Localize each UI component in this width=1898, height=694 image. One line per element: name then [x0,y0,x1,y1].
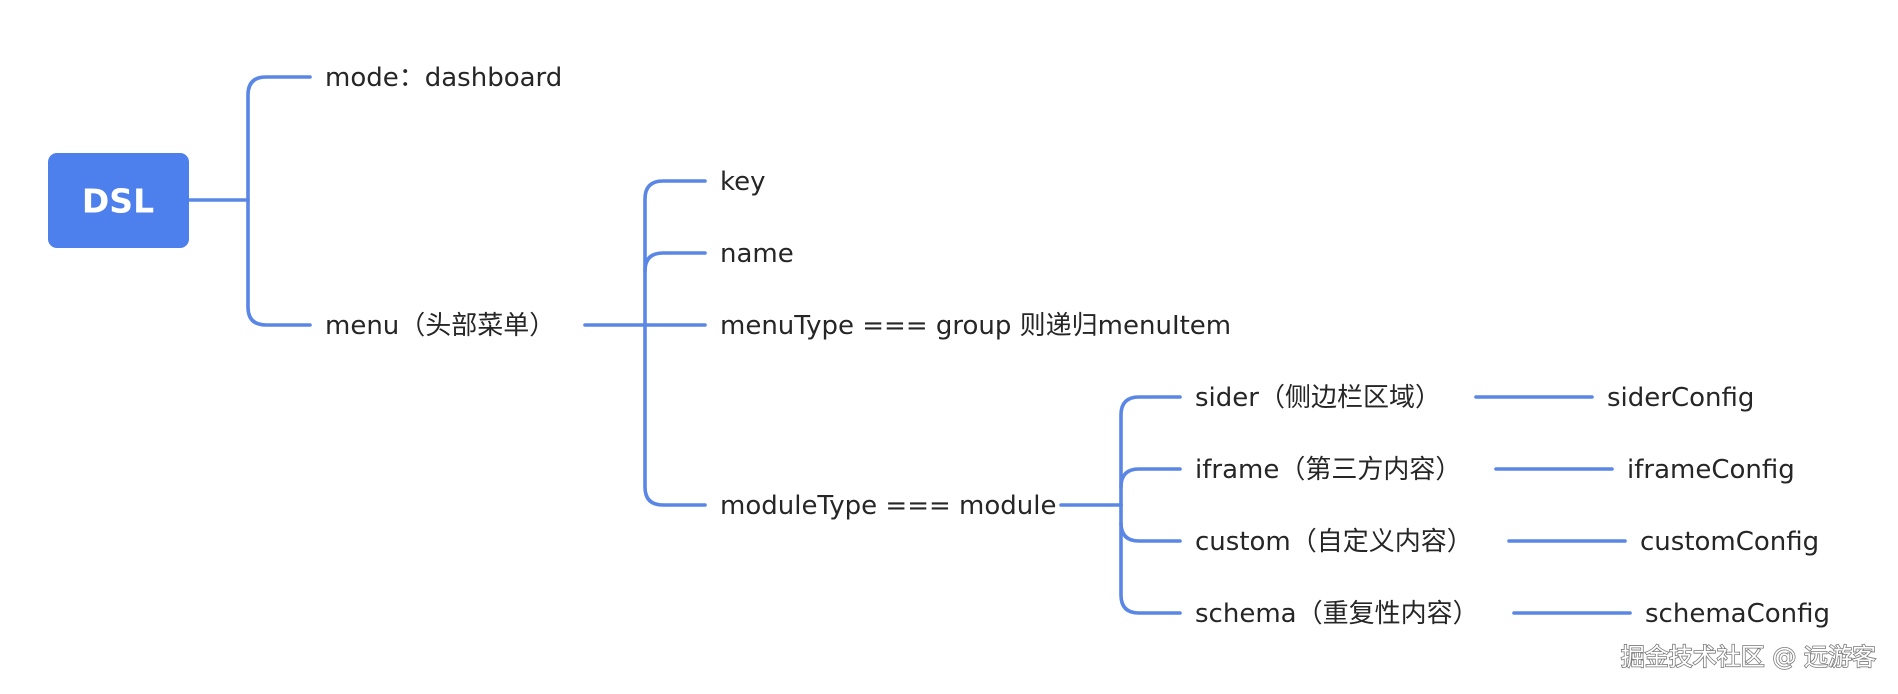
connector-root-menu [246,198,312,327]
node-sider[interactable]: sider（侧边栏区域） [1195,383,1441,413]
node-iframe-config[interactable]: iframeConfig [1627,455,1795,485]
connector-menu-key [643,179,707,327]
node-mode[interactable]: mode：dashboard [325,63,562,93]
watermark: 掘金技术社区 @ 远游客 [1621,643,1876,671]
connector-menu-name [643,251,707,273]
connector-module-sider [1119,395,1182,507]
connector-module-custom [1119,521,1182,543]
node-module-type[interactable]: moduleType === module [720,491,1056,521]
node-menu-type[interactable]: menuType === group 则递归menuItem [720,311,1231,341]
connector-root-mode [246,75,312,202]
node-schema[interactable]: schema（重复性内容） [1195,599,1479,629]
connector-module-schema [1119,503,1182,615]
root-node-box[interactable] [48,153,189,248]
node-menu[interactable]: menu（头部菜单） [325,311,555,341]
node-custom-config[interactable]: customConfig [1640,527,1819,557]
root-node[interactable]: DSL [48,153,189,248]
node-schema-config[interactable]: schemaConfig [1645,599,1830,629]
node-iframe[interactable]: iframe（第三方内容） [1195,455,1461,485]
node-custom[interactable]: custom（自定义内容） [1195,527,1473,557]
connector-menu-module-type [643,323,707,507]
root-node-label: DSL [82,182,154,221]
connector-module-iframe [1119,467,1182,489]
node-sider-config[interactable]: siderConfig [1607,383,1754,413]
node-key[interactable]: key [720,167,766,197]
connectors [186,75,1632,615]
node-name[interactable]: name [720,239,794,269]
